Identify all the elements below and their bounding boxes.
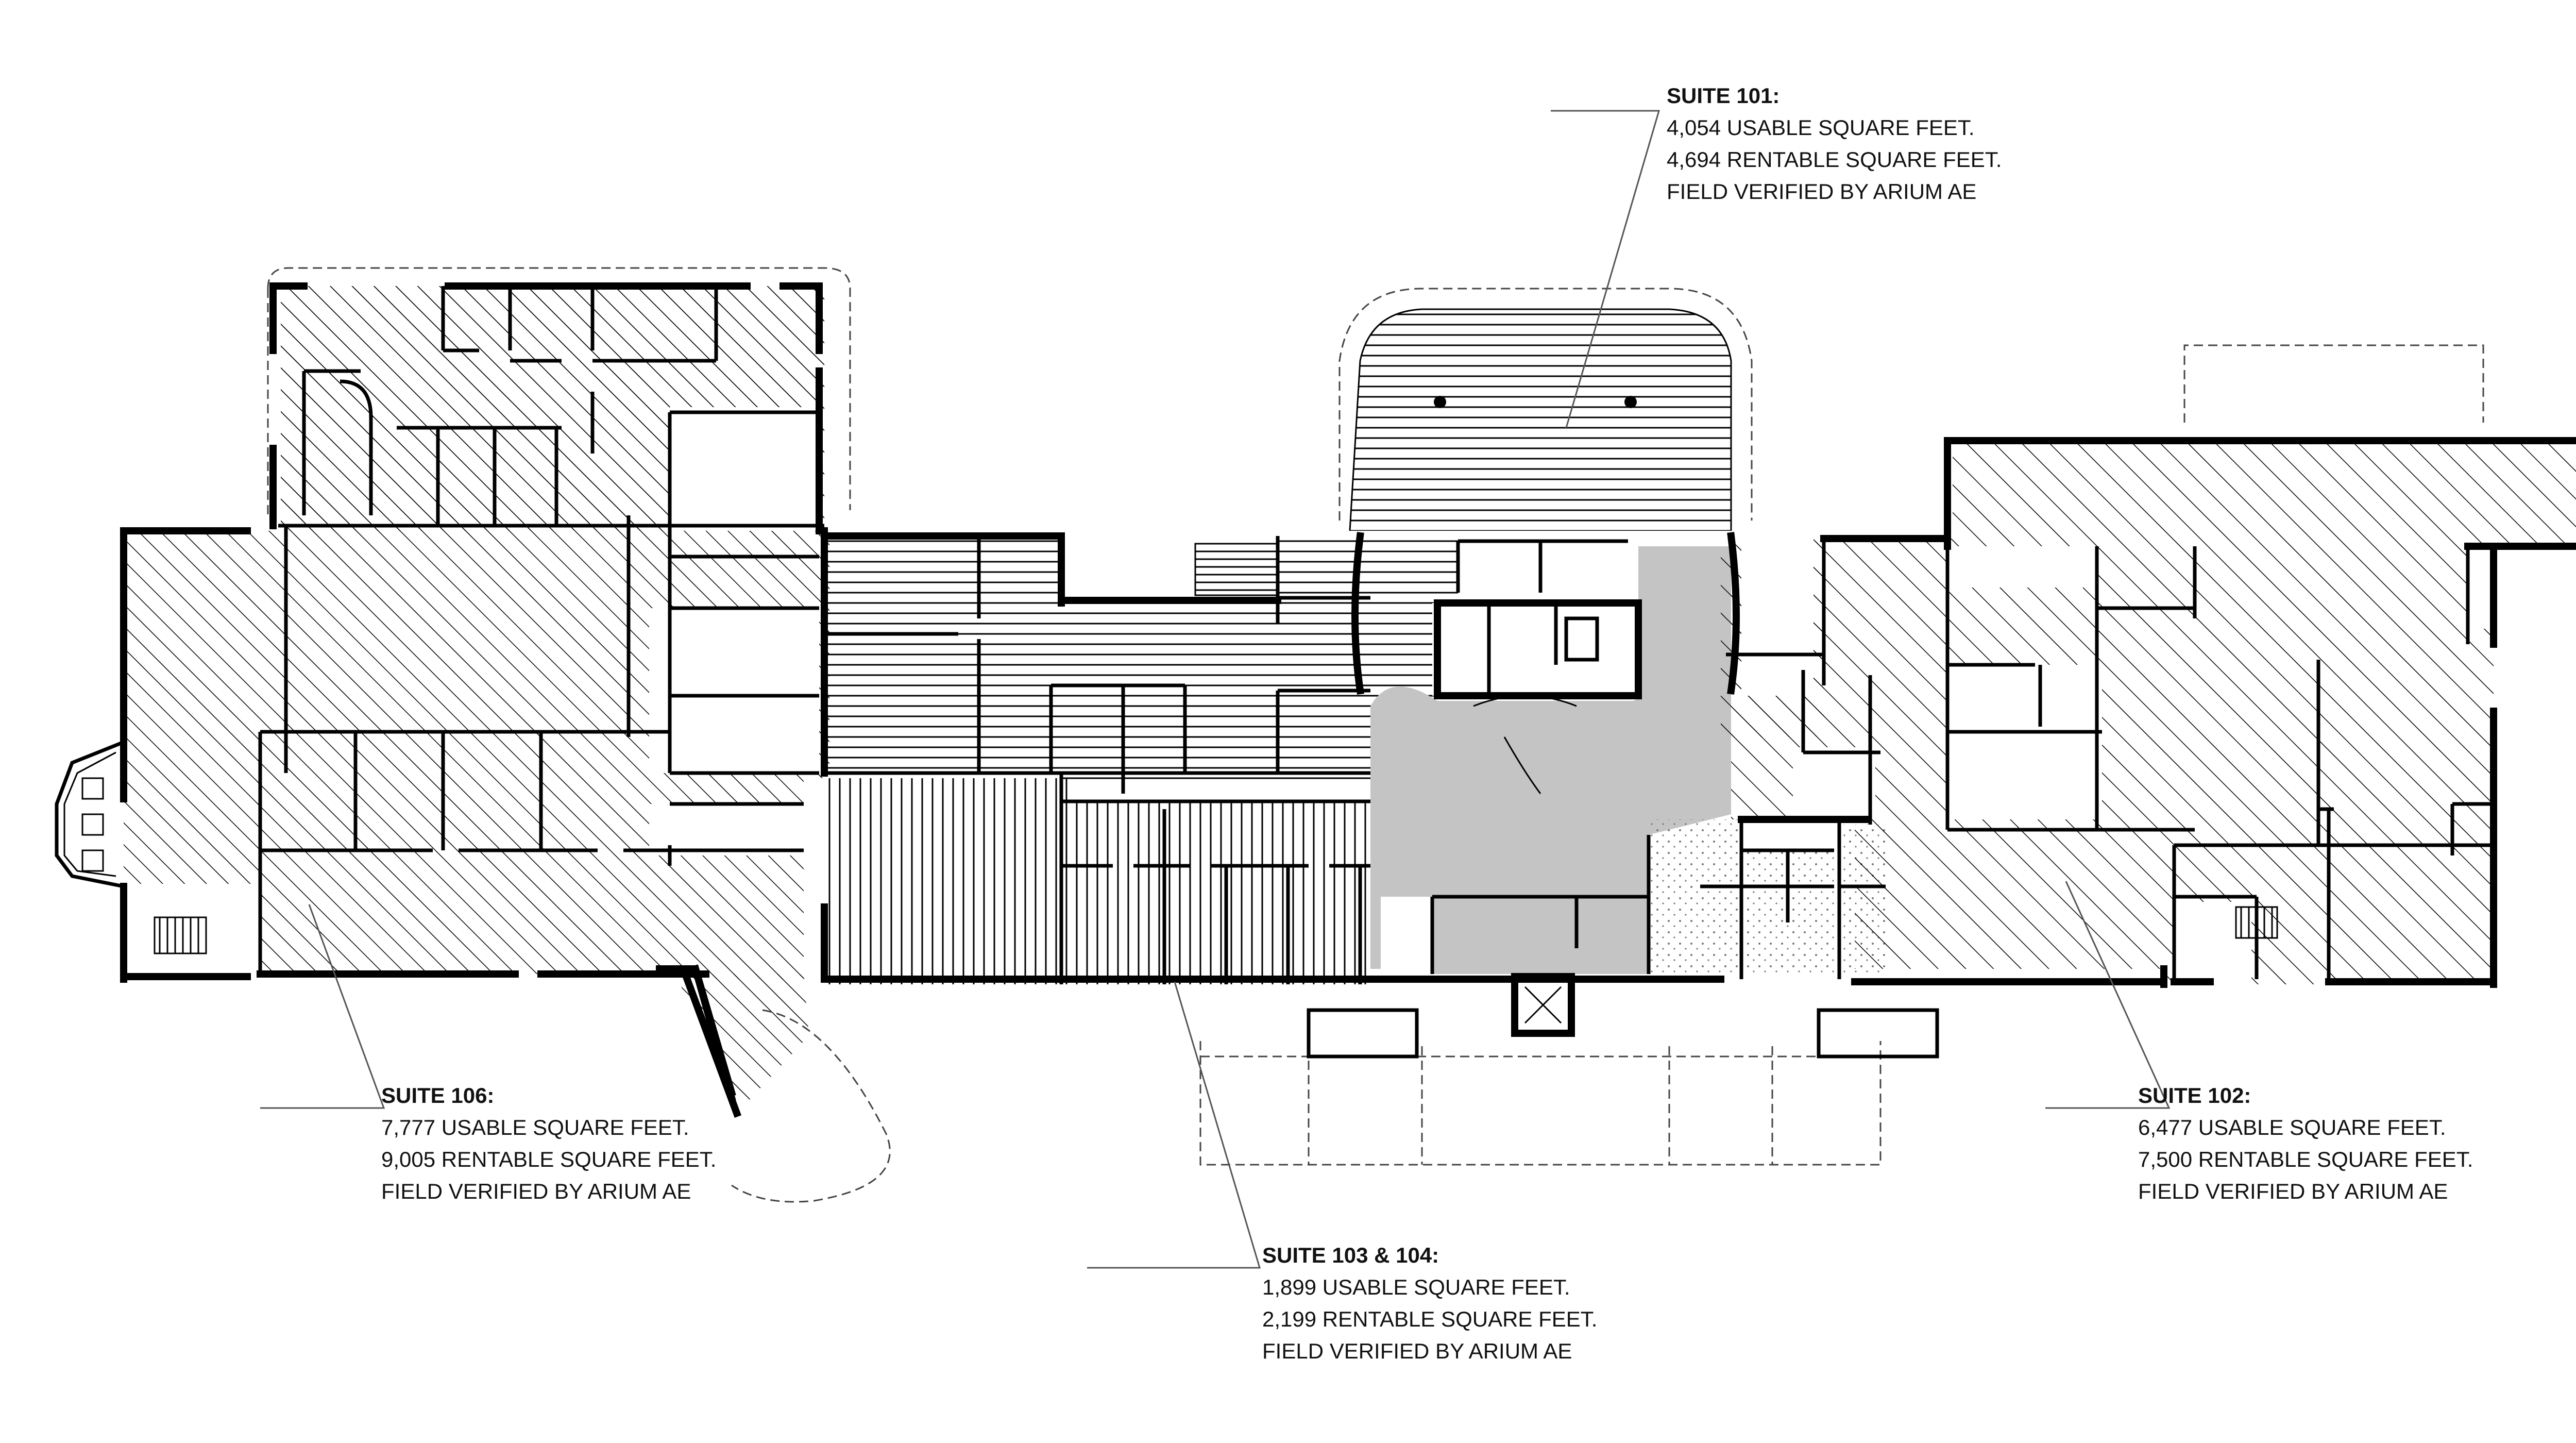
restroom-area bbox=[1649, 819, 1886, 977]
suite-106-title: SUITE 106: bbox=[381, 1083, 495, 1108]
suite-102-label: SUITE 102: 6,477 USABLE SQUARE FEET. 7,5… bbox=[2138, 1080, 2473, 1207]
suite-103-104-verified: FIELD VERIFIED BY ARIUM AE bbox=[1262, 1339, 1572, 1363]
suite-103-104-area bbox=[824, 778, 1370, 984]
suite-106-usable: 7,777 USABLE SQUARE FEET. bbox=[381, 1115, 689, 1139]
suite-101-rentable: 4,694 RENTABLE SQUARE FEET. bbox=[1667, 147, 2002, 172]
suite-106-area bbox=[124, 286, 829, 1108]
suite-106-rentable: 9,005 RENTABLE SQUARE FEET. bbox=[381, 1147, 717, 1171]
suite-101-area bbox=[824, 309, 1731, 783]
suite-101-verified: FIELD VERIFIED BY ARIUM AE bbox=[1667, 179, 1977, 204]
suite-103-104-rentable: 2,199 RENTABLE SQUARE FEET. bbox=[1262, 1307, 1598, 1331]
suite-103-104-usable: 1,899 USABLE SQUARE FEET. bbox=[1262, 1275, 1570, 1299]
suite-101-title: SUITE 101: bbox=[1667, 83, 1780, 108]
suite-102-verified: FIELD VERIFIED BY ARIUM AE bbox=[2138, 1179, 2448, 1203]
suite-103-104-title: SUITE 103 & 104: bbox=[1262, 1243, 1439, 1267]
suite-102-usable: 6,477 USABLE SQUARE FEET. bbox=[2138, 1115, 2446, 1139]
walls bbox=[55, 267, 2576, 1203]
suite-106-verified: FIELD VERIFIED BY ARIUM AE bbox=[381, 1179, 691, 1203]
suite-106-label: SUITE 106: 7,777 USABLE SQUARE FEET. 9,0… bbox=[381, 1080, 716, 1207]
common-lobby-area bbox=[1370, 546, 1731, 974]
suite-102-rentable: 7,500 RENTABLE SQUARE FEET. bbox=[2138, 1147, 2473, 1171]
suite-101-usable: 4,054 USABLE SQUARE FEET. bbox=[1667, 115, 1975, 140]
suite-102-title: SUITE 102: bbox=[2138, 1083, 2251, 1108]
suite-103-104-label: SUITE 103 & 104: 1,899 USABLE SQUARE FEE… bbox=[1262, 1239, 1597, 1367]
suite-101-label: SUITE 101: 4,054 USABLE SQUARE FEET. 4,6… bbox=[1667, 80, 2002, 208]
leader-lines bbox=[260, 110, 2171, 1269]
